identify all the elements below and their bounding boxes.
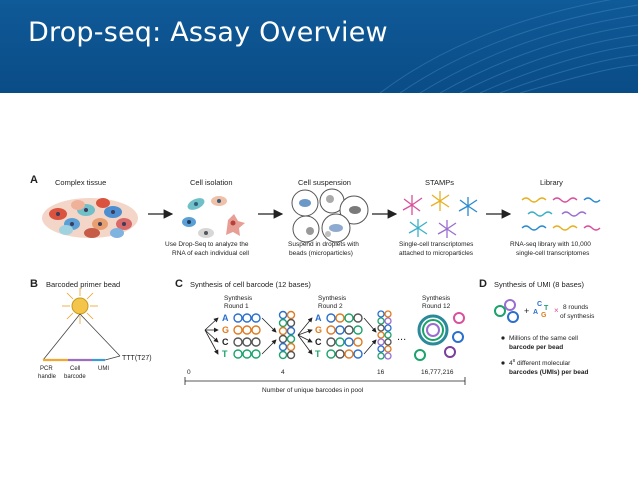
- caption-stamps-1: Single-cell transcriptomes: [399, 241, 474, 248]
- step-complex-tissue: Complex tissue: [55, 178, 106, 187]
- round2-beads: [326, 313, 363, 359]
- umi-beads: [494, 299, 519, 323]
- label-umi: UMI: [98, 366, 109, 372]
- pool2-beads: [377, 310, 392, 360]
- bullet-2-line1: 48 different molecular: [509, 358, 571, 367]
- round2-base-g: G: [315, 325, 322, 335]
- axis-ticks: [184, 377, 466, 385]
- panel-b-title: Barcoded primer bead: [46, 280, 120, 289]
- segment-polyt: [104, 355, 121, 361]
- library-illustration: [521, 197, 601, 231]
- pool1-arrows: [261, 317, 277, 355]
- panel-a: A Complex tissue Cell isolation Cell sus…: [30, 174, 601, 257]
- slide-header: Drop-seq: Assay Overview: [0, 0, 638, 93]
- round1-label-1: Synthesis: [224, 295, 253, 302]
- bullet-2-line2: barcodes (UMIs) per bead: [509, 369, 588, 376]
- synthesis-rounds-1: 8 rounds: [563, 304, 589, 311]
- bullet-2-exponent: 8: [513, 358, 516, 363]
- caption-cell-suspension-1: Suspend in droplets with: [288, 241, 359, 248]
- tick-16: 16: [377, 369, 385, 376]
- step-library: Library: [540, 178, 563, 187]
- step-stamps: STAMPs: [425, 178, 454, 187]
- synthesis-letter-c: C: [537, 301, 542, 308]
- synthesis-letter-t: T: [544, 305, 549, 312]
- synthesis-letter-a: A: [533, 309, 538, 316]
- bead: [71, 297, 89, 315]
- round1-beads: [233, 313, 261, 359]
- caption-library-2: single-cell transcriptomes: [516, 250, 590, 257]
- label-barcode: barcode: [64, 374, 86, 380]
- tissue-illustration: [42, 198, 138, 238]
- caption-stamps-2: attached to microparticles: [399, 250, 474, 257]
- panel-c: C Synthesis of cell barcode (12 bases) S…: [175, 278, 466, 394]
- isolated-cells-illustration: [182, 196, 245, 238]
- round2-base-a: A: [315, 313, 322, 323]
- round2-label-1: Synthesis: [318, 295, 347, 302]
- primer-lines: [42, 313, 121, 361]
- panel-a-letter: A: [30, 174, 38, 186]
- caption-cell-isolation-2: RNA of each individual cell: [172, 250, 250, 257]
- round1-base-c: C: [222, 337, 229, 347]
- pool1-beads: [278, 310, 296, 360]
- bullet-1-line2: barcode per bead: [509, 344, 563, 351]
- step-cell-suspension: Cell suspension: [298, 178, 351, 187]
- panel-b-letter: B: [30, 278, 38, 290]
- panel-d: D Synthesis of UMI (8 bases) + C T A G ×…: [479, 278, 595, 376]
- synthesis-letter-g: G: [541, 312, 547, 319]
- round1-label-2: Round 1: [224, 303, 249, 310]
- round12-label-2: Round 12: [422, 303, 451, 310]
- round1-base-a: A: [222, 313, 229, 323]
- panel-c-letter: C: [175, 278, 183, 290]
- bullet-1-line1: Millions of the same cell: [509, 335, 579, 342]
- droplets-illustration: [291, 188, 369, 243]
- tick-4: 4: [281, 369, 285, 376]
- bullet-2-base: 4: [509, 360, 513, 367]
- label-handle: handle: [38, 374, 57, 380]
- label-cell: Cell: [70, 366, 80, 372]
- slide-title: Drop-seq: Assay Overview: [28, 17, 388, 48]
- caption-cell-suspension-2: beads (microparticles): [289, 250, 353, 257]
- caption-library-1: RNA-seq library with 10,000: [510, 241, 591, 248]
- axis-label: Number of unique barcodes in pool: [262, 387, 364, 394]
- round1-arrows: [204, 317, 219, 355]
- synthesis-plus: +: [524, 306, 529, 316]
- round1-base-g: G: [222, 325, 229, 335]
- caption-cell-isolation-1: Use Drop-Seq to analyze the: [165, 241, 249, 248]
- panel-d-title: Synthesis of UMI (8 bases): [494, 280, 585, 289]
- ellipsis: ...: [397, 331, 406, 343]
- tick-16777216: 16,777,216: [421, 369, 454, 376]
- synthesis-rounds-2: of synthesis: [560, 313, 595, 320]
- label-pcr: PCR: [40, 366, 53, 372]
- round2-base-c: C: [315, 337, 322, 347]
- round2-arrows: [297, 317, 313, 355]
- panel-d-letter: D: [479, 278, 487, 290]
- stamps-illustration: [402, 191, 478, 238]
- panel-b: B Barcoded primer bead TTT(T27) PCR hand…: [30, 278, 152, 380]
- bullet-2-dot: [501, 361, 505, 365]
- header-decoration: [379, 0, 638, 93]
- bullet-1-dot: [501, 336, 505, 340]
- panel-c-title: Synthesis of cell barcode (12 bases): [190, 280, 311, 289]
- round12-beads: [414, 312, 465, 361]
- drop-seq-figure: A Complex tissue Cell isolation Cell sus…: [30, 174, 601, 394]
- round2-base-t: T: [315, 349, 321, 359]
- round12-label-1: Synthesis: [422, 295, 451, 302]
- round1-base-t: T: [222, 349, 228, 359]
- bead-rays: [62, 288, 98, 324]
- pool2-arrows: [363, 317, 377, 355]
- bullet-2-rest: different molecular: [515, 360, 571, 367]
- round2-label-2: Round 2: [318, 303, 343, 310]
- synthesis-times: ×: [554, 306, 559, 315]
- tick-0: 0: [187, 369, 191, 376]
- step-cell-isolation: Cell isolation: [190, 178, 233, 187]
- label-polyt: TTT(T27): [122, 355, 152, 362]
